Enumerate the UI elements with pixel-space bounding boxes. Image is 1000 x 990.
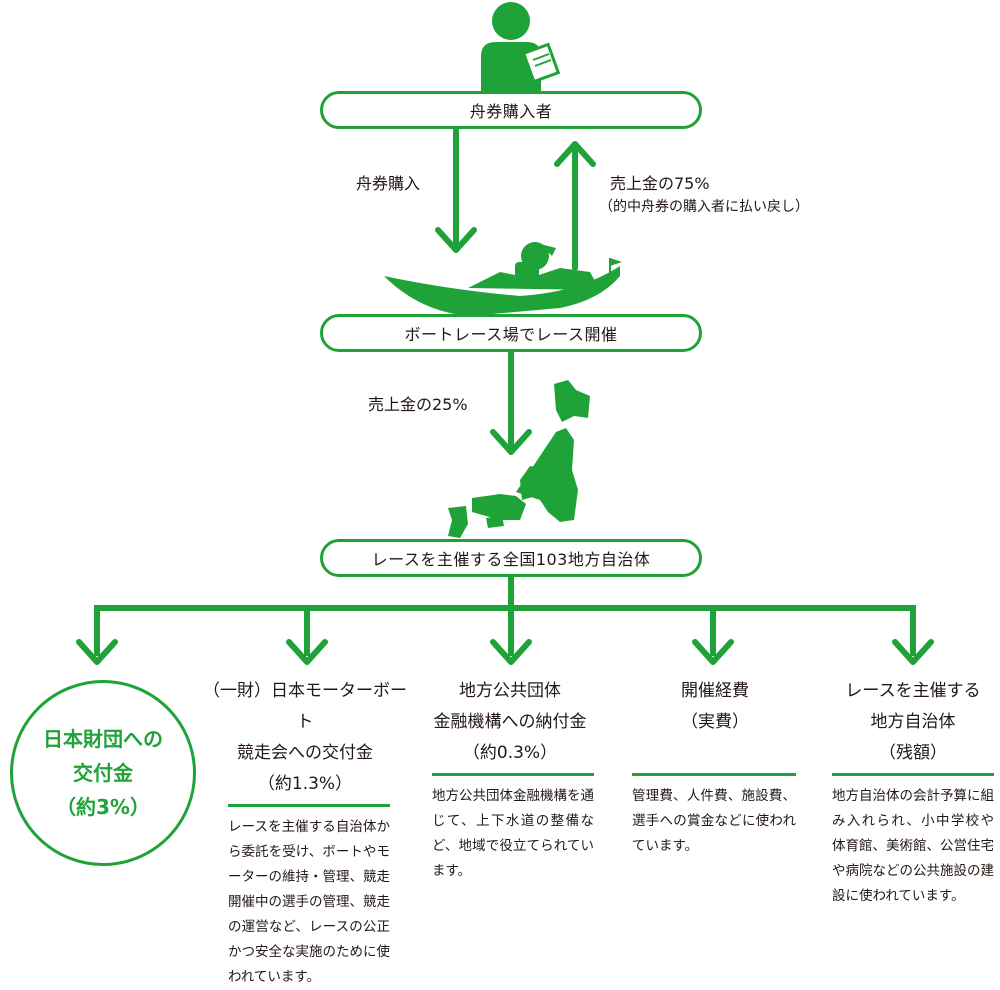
column-operating-costs: 開催経費 （実費） 管理費、人件費、施設費、選手への賞金などに使われています。: [630, 676, 800, 859]
nippon-foundation-subtitle: 交付金: [73, 761, 133, 785]
column-divider: [832, 773, 994, 776]
column-title: 地方公共団体 金融機構への納付金 （約0.3%）: [433, 681, 587, 763]
column-description: 地方自治体の会計予算に組み入れられ、小中学校や体育館、美術館、公営住宅や病院など…: [832, 788, 994, 904]
column-motorboat-association: （一財）日本モーターボート 競走会への交付金 （約1.3%） レースを主催する自…: [200, 676, 410, 990]
person-reading-icon: [481, 2, 561, 92]
purchase-label: 舟券購入: [356, 174, 421, 193]
column-municipal-finance: 地方公共団体 金融機構への納付金 （約0.3%） 地方公共団体金融機構を通じて、…: [420, 676, 600, 884]
column-title: レースを主催する 地方自治体 （残額）: [845, 681, 981, 763]
share-arrow: [490, 349, 532, 455]
nippon-foundation-percent: （約3%）: [56, 795, 150, 819]
purchase-arrow: [435, 125, 477, 253]
payout-note: （的中舟券の購入者に払い戻し）: [599, 199, 809, 215]
payout-arrow: [554, 141, 596, 271]
nippon-foundation-circle: 日本財団への 交付金 （約3%）: [10, 680, 196, 866]
nippon-foundation-title: 日本財団への: [43, 727, 163, 751]
share-label: 売上金の25%: [368, 395, 468, 414]
racing-boat-icon: [384, 242, 622, 316]
column-description: レースを主催する自治体から委託を受け、ボートやモーターの維持・管理、競走開催中の…: [228, 819, 390, 985]
tree-connector: [94, 576, 916, 656]
column-description: 地方公共団体金融機構を通じて、上下水道の整備など、地域で役立てられています。: [432, 788, 594, 879]
column-divider: [432, 773, 594, 776]
column-description: 管理費、人件費、施設費、選手への賞金などに使われています。: [632, 788, 796, 854]
municipalities-node: レースを主催する全国103地方自治体: [320, 539, 702, 577]
column-title: （一財）日本モーターボート 競走会への交付金 （約1.3%）: [203, 681, 407, 794]
column-divider: [228, 804, 390, 807]
race-node: ボートレース場でレース開催: [320, 314, 702, 352]
column-title: 開催経費 （実費）: [681, 681, 749, 732]
column-host-municipality: レースを主催する 地方自治体 （残額） 地方自治体の会計予算に組み入れられ、小中…: [830, 676, 996, 909]
column-divider: [632, 773, 796, 776]
buyer-node: 舟券購入者: [320, 91, 702, 129]
branch-arrowheads: [76, 639, 934, 665]
japan-map-icon: [448, 380, 590, 538]
payout-label: 売上金の75%: [610, 174, 710, 193]
